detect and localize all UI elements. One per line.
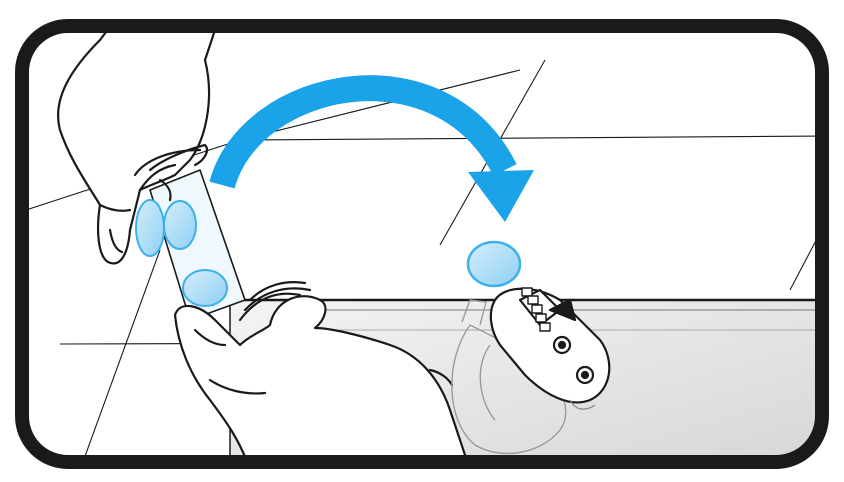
blue-disc-icon <box>468 242 520 286</box>
